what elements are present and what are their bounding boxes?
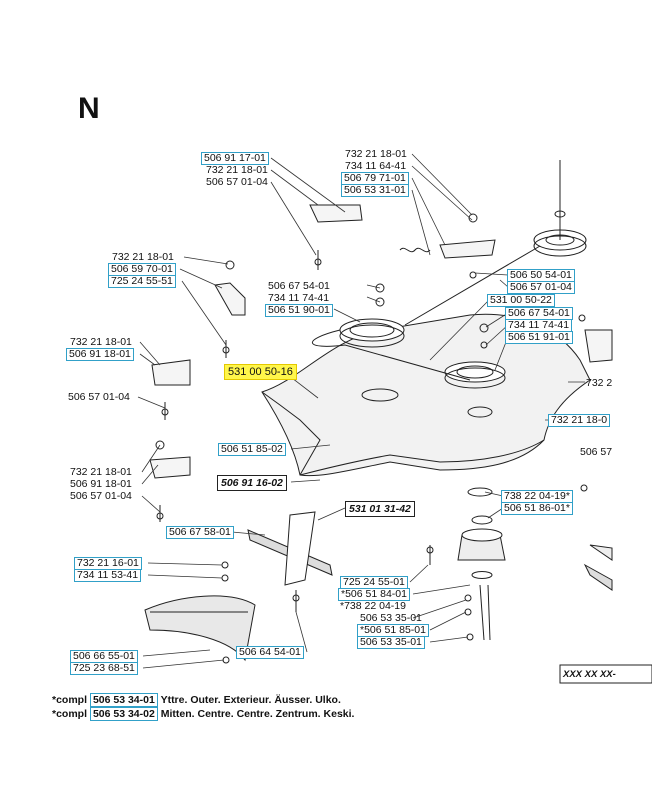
part-label: 732 21 18-01 bbox=[206, 164, 268, 176]
bracket-left-low bbox=[149, 456, 191, 479]
part-label: 734 11 74-41 bbox=[268, 292, 330, 304]
part-label[interactable]: 506 67 58-01 bbox=[166, 526, 234, 539]
part-label[interactable]: 506 53 31-01 bbox=[341, 184, 409, 197]
part-label[interactable]: 506 50 54-01 bbox=[507, 269, 575, 282]
part-label: 732 21 18-01 bbox=[112, 251, 174, 263]
part-label[interactable]: 732 21 18-0 bbox=[548, 414, 611, 427]
footnote-part-link[interactable]: 506 53 34-01 bbox=[89, 693, 158, 707]
part-label: *738 22 04-19 bbox=[340, 600, 406, 612]
part-label[interactable]: 506 51 86-01* bbox=[501, 502, 573, 515]
part-label: 732 21 18-01 bbox=[70, 466, 132, 478]
highlighted-part-label[interactable]: 531 00 50-16 bbox=[224, 364, 297, 380]
footnote-description: Yttre. Outer. Exterieur. Äusser. Ulko. bbox=[160, 694, 341, 706]
assembly-label: XXX XX XX- bbox=[563, 669, 616, 680]
footnote-prefix: *compl bbox=[52, 694, 88, 706]
part-label: 506 67 54-01 bbox=[268, 280, 330, 292]
part-label[interactable]: 531 00 50-22 bbox=[487, 294, 555, 307]
part-label[interactable]: 725 24 55-51 bbox=[108, 275, 176, 288]
footnote-part-link[interactable]: 506 53 34-02 bbox=[89, 707, 158, 721]
part-label: 732 2 bbox=[586, 377, 613, 389]
part-label[interactable]: *506 51 84-01 bbox=[338, 588, 410, 601]
part-label[interactable]: 506 51 90-01 bbox=[265, 304, 333, 317]
part-label[interactable]: 506 53 35-01 bbox=[357, 636, 425, 649]
part-label[interactable]: 734 11 53-41 bbox=[74, 569, 142, 582]
bracket-left-mid bbox=[151, 359, 191, 386]
part-label[interactable]: 506 51 85-02 bbox=[218, 443, 286, 456]
bracket-top bbox=[309, 204, 363, 223]
bracket-left-upper bbox=[214, 282, 246, 316]
part-label[interactable]: 725 23 68-51 bbox=[70, 662, 138, 675]
footnote: *compl 506 53 34-01 Yttre. Outer. Exteri… bbox=[52, 693, 341, 707]
part-label[interactable]: 506 91 17-01 bbox=[201, 152, 269, 165]
part-label: 506 91 18-01 bbox=[70, 478, 132, 490]
footnote-prefix: *compl bbox=[52, 708, 88, 720]
tension-arm bbox=[439, 239, 496, 259]
part-label: 506 57 01-04 bbox=[68, 391, 130, 403]
center-pulley bbox=[444, 361, 506, 383]
footnote: *compl 506 53 34-02 Mitten. Centre. Cent… bbox=[52, 707, 355, 721]
part-label: 506 53 35-01 bbox=[360, 612, 422, 624]
part-label: 506 57 01-04 bbox=[206, 176, 268, 188]
part-label[interactable]: 506 91 18-01 bbox=[66, 348, 134, 361]
section-letter: N bbox=[78, 92, 100, 125]
part-label[interactable]: 506 51 91-01 bbox=[505, 331, 573, 344]
part-label: 734 11 64-41 bbox=[345, 160, 407, 172]
part-label: 732 21 18-01 bbox=[345, 148, 407, 160]
part-label: 732 21 18-01 bbox=[70, 336, 132, 348]
part-label: 506 57 01-04 bbox=[70, 490, 132, 502]
part-label: 506 57 bbox=[580, 446, 613, 458]
part-label[interactable]: 506 64 54-01 bbox=[236, 646, 304, 659]
part-label[interactable]: 506 57 01-04 bbox=[507, 281, 575, 294]
assembly-label: 531 01 31-42 bbox=[345, 501, 415, 517]
assembly-label: 506 91 16-02 bbox=[217, 475, 287, 491]
footnote-description: Mitten. Centre. Centre. Zentrum. Keski. bbox=[160, 708, 355, 720]
